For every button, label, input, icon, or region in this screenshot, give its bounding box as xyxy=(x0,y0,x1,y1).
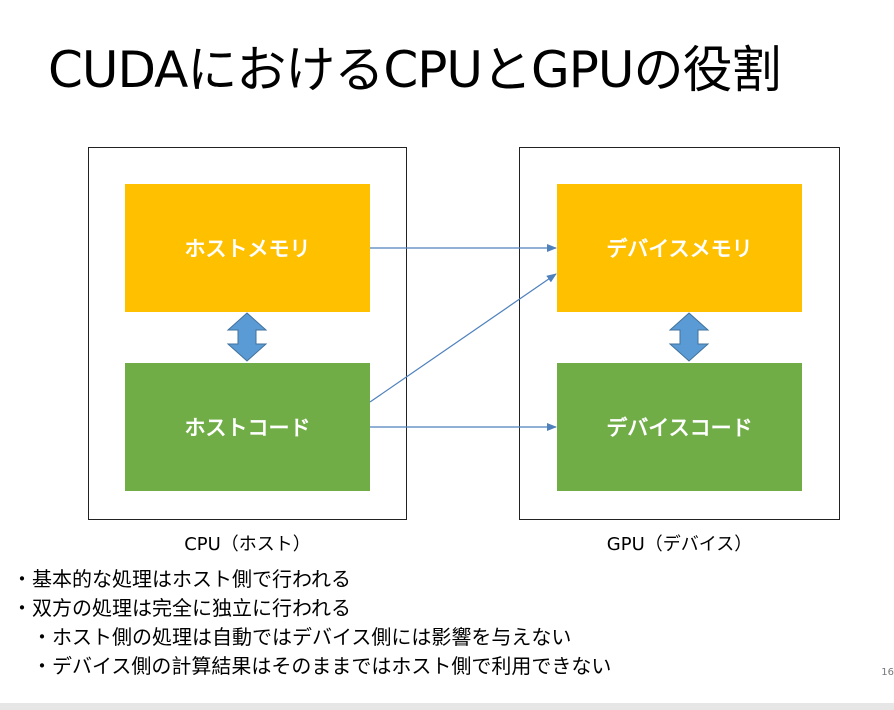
page-number: 16 xyxy=(881,667,894,678)
sub-bullet-item: ・ホスト側の処理は自動ではデバイス側には影響を与えない xyxy=(32,625,572,649)
bottom-bar xyxy=(0,703,894,710)
device-memory-block: デバイスメモリ xyxy=(557,184,802,312)
host-memory-block: ホストメモリ xyxy=(125,184,370,312)
bullet-item: ・基本的な処理はホスト側で行われる xyxy=(12,567,351,591)
bullet-item: ・双方の処理は完全に独立に行われる xyxy=(12,596,351,620)
device-code-label: デバイスコード xyxy=(606,416,753,440)
device-code-block: デバイスコード xyxy=(557,363,802,491)
gpu-caption: GPU（デバイス） xyxy=(606,534,753,555)
host-code-label: ホストコード xyxy=(184,416,311,440)
bullet-list: ・基本的な処理はホスト側で行われる ・双方の処理は完全に独立に行われる ・ホスト… xyxy=(12,565,611,681)
cpu-caption: CPU（ホスト） xyxy=(184,534,311,555)
device-double-arrow-icon xyxy=(668,312,710,362)
slide-title: CUDAにおけるCPUとGPUの役割 xyxy=(48,41,781,99)
device-memory-label: デバイスメモリ xyxy=(606,237,753,261)
sub-bullet-item: ・デバイス側の計算結果はそのままではホスト側で利用できない xyxy=(32,654,612,678)
host-double-arrow-icon xyxy=(226,312,268,362)
host-memory-label: ホストメモリ xyxy=(184,237,311,261)
host-code-to-device-memory-arrow xyxy=(369,273,557,403)
host-code-block: ホストコード xyxy=(125,363,370,491)
